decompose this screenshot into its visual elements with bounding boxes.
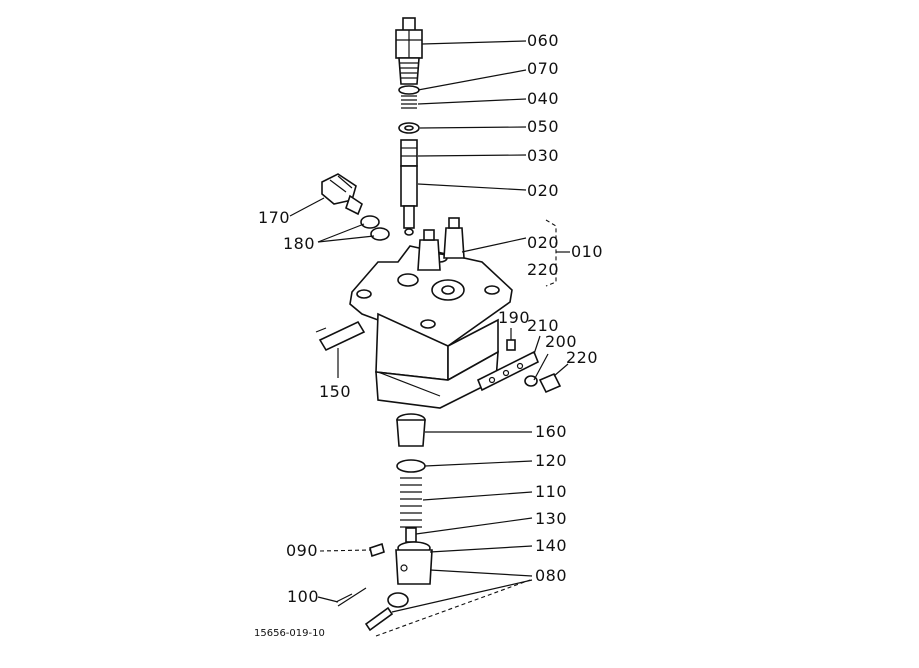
part-210-plate: [476, 350, 540, 392]
callout-020-group: 020: [527, 233, 560, 252]
callout-080: 080: [535, 566, 568, 585]
callout-070: 070: [527, 59, 560, 78]
callout-100: 100: [287, 587, 320, 606]
part-170-fitting: [321, 173, 363, 216]
part-080-roller: [364, 592, 409, 632]
callout-150: 150: [319, 382, 352, 401]
callout-210: 210: [527, 316, 560, 335]
callout-020-upper: 020: [527, 181, 560, 200]
part-180-washer-a: [360, 215, 380, 229]
callout-220: 220: [566, 348, 599, 367]
callout-170: 170: [258, 208, 291, 227]
callout-090: 090: [286, 541, 319, 560]
part-040-spring: [401, 95, 417, 109]
delivery-valve-holder: [395, 17, 423, 85]
part-100-pin: [335, 587, 367, 607]
part-050-gasket-hole: [404, 125, 414, 131]
part-070-o-ring: [398, 85, 420, 95]
callout-040: 040: [527, 89, 560, 108]
callout-060: 060: [527, 31, 560, 50]
callout-200: 200: [545, 332, 578, 351]
callout-220-group: 220: [527, 260, 560, 279]
callout-180: 180: [283, 234, 316, 253]
callout-160: 160: [535, 422, 568, 441]
callout-050: 050: [527, 117, 560, 136]
part-130-plunger: [405, 527, 417, 543]
part-020-plunger-barrel: [400, 165, 418, 236]
callout-010: 010: [571, 242, 604, 261]
part-220-bolt: [538, 372, 562, 394]
part-150-pin: [315, 320, 366, 352]
part-120-spring-seat: [396, 459, 426, 473]
part-200-washer: [524, 375, 538, 387]
part-110-plunger-spring: [400, 477, 422, 528]
callout-120: 120: [535, 451, 568, 470]
callout-030: 030: [527, 146, 560, 165]
pump-outlet-fittings: [397, 217, 465, 301]
part-140-tappet: [395, 541, 433, 585]
callout-140: 140: [535, 536, 568, 555]
leader-lines: [289, 40, 570, 637]
figure-code: 15656-019-10: [254, 628, 325, 639]
part-030-delivery-valve: [400, 139, 418, 167]
part-180-washer-b: [370, 227, 390, 241]
callout-130: 130: [535, 509, 568, 528]
callout-110: 110: [535, 482, 568, 501]
callout-190: 190: [498, 308, 531, 327]
part-090-screw: [369, 542, 385, 558]
part-160-tappet-guide: [396, 413, 426, 447]
part-190-screw: [506, 339, 516, 351]
